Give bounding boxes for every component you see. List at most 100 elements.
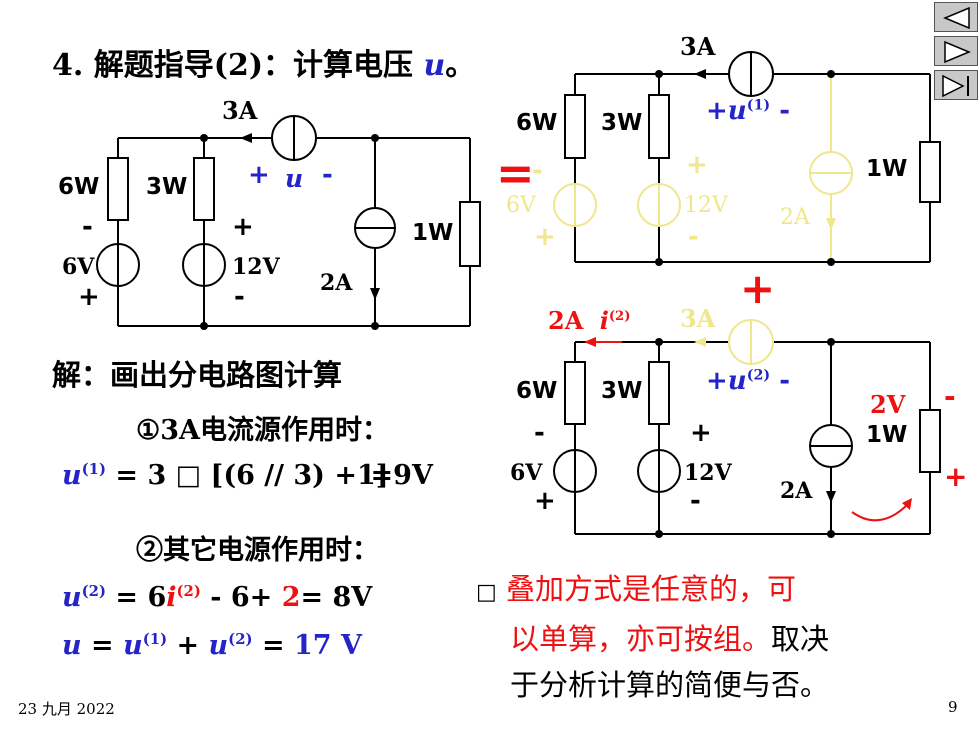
bottom-2a-label: 2A xyxy=(780,478,813,504)
left-12v-minus: - xyxy=(234,282,245,312)
eq1-lhs: u xyxy=(62,460,82,491)
current-i2-value: 2A xyxy=(548,306,584,335)
bottom-u-minus: - xyxy=(779,366,791,396)
current-i2-arrow-icon xyxy=(584,337,596,347)
eq2-c: 2 xyxy=(281,582,301,613)
top-u-label: u xyxy=(727,96,747,126)
bottom-12v-label: 12V xyxy=(684,460,732,486)
bottom-3a-label: 3A xyxy=(680,304,716,333)
eq2-d: = 8V xyxy=(300,582,373,613)
bottom-u-annotation: +u(2) - xyxy=(706,366,790,396)
left-u-minus: - xyxy=(322,160,333,190)
eq3-mid: = xyxy=(81,630,124,661)
left-12v-plus: + xyxy=(232,212,254,242)
title-suffix: 。 xyxy=(445,48,476,83)
current-i2-symbol: i xyxy=(599,306,609,335)
bottom-u-plus: + xyxy=(706,366,728,396)
bottom-2v-plus: + xyxy=(944,460,968,493)
top-6v-plus: + xyxy=(534,222,556,252)
equation-u-total: u = u(1) + u(2) = 17 V xyxy=(62,630,362,661)
page-title: 4. 解题指导(2)：计算电压 u。 xyxy=(52,40,475,84)
left-6w-label: 6W xyxy=(58,174,100,200)
eq3-eq: = xyxy=(252,630,294,661)
bottom-12v-plus: + xyxy=(690,418,712,448)
page-number: 9 xyxy=(948,698,958,716)
top-12v-minus: - xyxy=(688,222,699,252)
bottom-6v-plus: + xyxy=(534,486,556,516)
top-2a-label: 2A xyxy=(780,205,810,230)
top-u-annotation: +u(1) - xyxy=(706,96,790,126)
bottom-1w-label: 1W xyxy=(866,422,908,448)
eq3-sup1: (1) xyxy=(142,630,168,648)
bottom-2v-label: 2V xyxy=(870,390,906,419)
solution-header: 解：画出分电路图计算 xyxy=(52,358,343,392)
eq2-b: - 6+ xyxy=(210,582,282,613)
loop-arrow-icon xyxy=(851,503,909,522)
title-variable: u xyxy=(423,48,446,83)
eq2-i: i xyxy=(166,582,177,613)
eq2-sup: (2) xyxy=(81,582,107,600)
note-bullet-icon: □ xyxy=(476,580,497,605)
left-12v-label: 12V xyxy=(232,254,280,280)
eq3-u1: u xyxy=(123,630,143,661)
top-6v-minus: - xyxy=(532,156,543,186)
bottom-3w-label: 3W xyxy=(601,378,643,404)
top-3w-label: 3W xyxy=(601,110,643,136)
bottom-12v-minus: - xyxy=(690,486,701,516)
eq2-isup: (2) xyxy=(176,582,201,600)
left-nodes xyxy=(200,134,379,330)
eq1-body: = 3 □ [(6 // 3) +1] xyxy=(115,460,389,491)
top-3a-label: 3A xyxy=(680,32,716,61)
top-3a-arrow-icon xyxy=(694,69,706,79)
note-line2-black: 取决 xyxy=(771,622,830,656)
top-yellow-sources xyxy=(553,74,853,262)
eq3-u2: u xyxy=(208,630,229,661)
case1-heading: ①3A电流源作用时： xyxy=(136,415,389,446)
bottom-u-sup: (2) xyxy=(746,367,771,384)
current-i2-sup: (2) xyxy=(608,309,631,324)
equation-u2: u(2) = 6i(2) - 6+ 2= 8V xyxy=(62,582,372,613)
top-nodes xyxy=(655,70,835,266)
nav-next-button[interactable] xyxy=(934,36,978,66)
eq3-value: 17 V xyxy=(293,630,362,661)
back-arrow-icon xyxy=(943,6,970,30)
footer-date: 23 九月 2022 xyxy=(18,700,115,718)
note-line-2: 以单算，亦可按组。取决 xyxy=(476,616,829,662)
bottom-u-label: u xyxy=(727,366,747,396)
note-line1-text: 叠加方式是任意的，可 xyxy=(496,572,797,606)
case2-heading: ②其它电源作用时： xyxy=(136,535,379,566)
top-circuit xyxy=(564,51,941,263)
eq3-plus: + xyxy=(167,630,209,661)
eq2-lhs: u xyxy=(62,582,82,613)
bottom-yellow-source xyxy=(728,319,774,365)
bottom-nodes xyxy=(655,338,835,538)
bottom-6v-label: 6V xyxy=(510,460,543,486)
left-3a-arrow-icon xyxy=(240,133,252,143)
left-circuit xyxy=(96,115,481,327)
top-u-sup: (1) xyxy=(746,97,771,114)
eq3-sup2: (2) xyxy=(228,630,253,648)
superposition-plus-sign: + xyxy=(740,264,776,313)
equation-u1: u(1) = 3 □ [(6 // 3) +1]=9V xyxy=(62,460,433,491)
nav-prev-button[interactable] xyxy=(934,2,978,32)
title-prefix: 4. 解题指导(2)：计算电压 xyxy=(52,48,424,83)
top-12v-plus: + xyxy=(686,150,708,180)
nav-end-button[interactable] xyxy=(934,70,978,100)
current-i2-label: 2A i(2) xyxy=(548,306,630,335)
top-u-plus: + xyxy=(706,96,728,126)
bottom-2v-minus: - xyxy=(944,380,956,413)
forward-arrow-icon xyxy=(944,40,971,64)
top-1w-label: 1W xyxy=(866,156,908,182)
left-1w-label: 1W xyxy=(412,220,454,246)
bottom-3a-arrow-icon xyxy=(694,337,706,347)
top-6v-label: 6V xyxy=(506,193,536,218)
left-2a-label: 2A xyxy=(320,270,353,296)
end-arrow-icon xyxy=(942,74,969,98)
left-3w-label: 3W xyxy=(146,174,188,200)
bottom-2a-arrow-icon xyxy=(826,491,836,503)
top-12v-label: 12V xyxy=(684,193,728,218)
top-6w-label: 6W xyxy=(516,110,558,136)
eq1-result: =9V xyxy=(370,460,433,491)
left-u-label: u xyxy=(285,164,304,193)
